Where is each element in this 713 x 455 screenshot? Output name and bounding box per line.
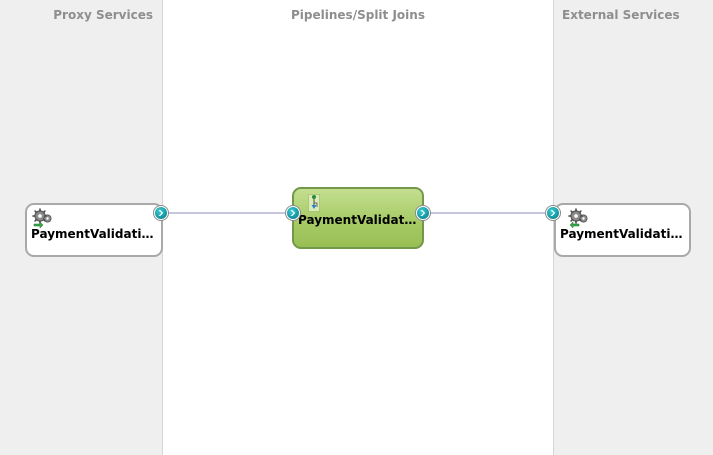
lane-title-pipelines: Pipelines/Split Joins [291, 8, 425, 22]
proxy-service-label: PaymentValidation... [31, 227, 157, 241]
chevron-right-icon [547, 207, 559, 219]
chevron-right-icon [155, 207, 167, 219]
gear-service-icon [32, 208, 54, 232]
proxy-service-node[interactable]: PaymentValidation... [25, 203, 163, 257]
wire-proxy-to-pipeline[interactable] [169, 212, 287, 214]
pipeline-flow-icon [308, 194, 320, 216]
pipeline-output-port[interactable] [415, 205, 431, 221]
chevron-right-icon [287, 207, 299, 219]
business-service-node[interactable]: PaymentValidation... [554, 203, 691, 257]
chevron-right-icon [417, 207, 429, 219]
business-service-input-port[interactable] [545, 205, 561, 221]
wire-pipeline-to-business[interactable] [430, 212, 547, 214]
pipeline-node[interactable]: PaymentValidati... [292, 187, 424, 249]
gear-service-icon [568, 208, 590, 232]
lane-title-external-services: External Services [562, 8, 680, 22]
pipeline-input-port[interactable] [285, 205, 301, 221]
lane-title-proxy-services: Proxy Services [53, 8, 153, 22]
proxy-service-output-port[interactable] [153, 205, 169, 221]
business-service-label: PaymentValidation... [560, 227, 685, 241]
pipeline-label: PaymentValidati... [298, 213, 418, 227]
